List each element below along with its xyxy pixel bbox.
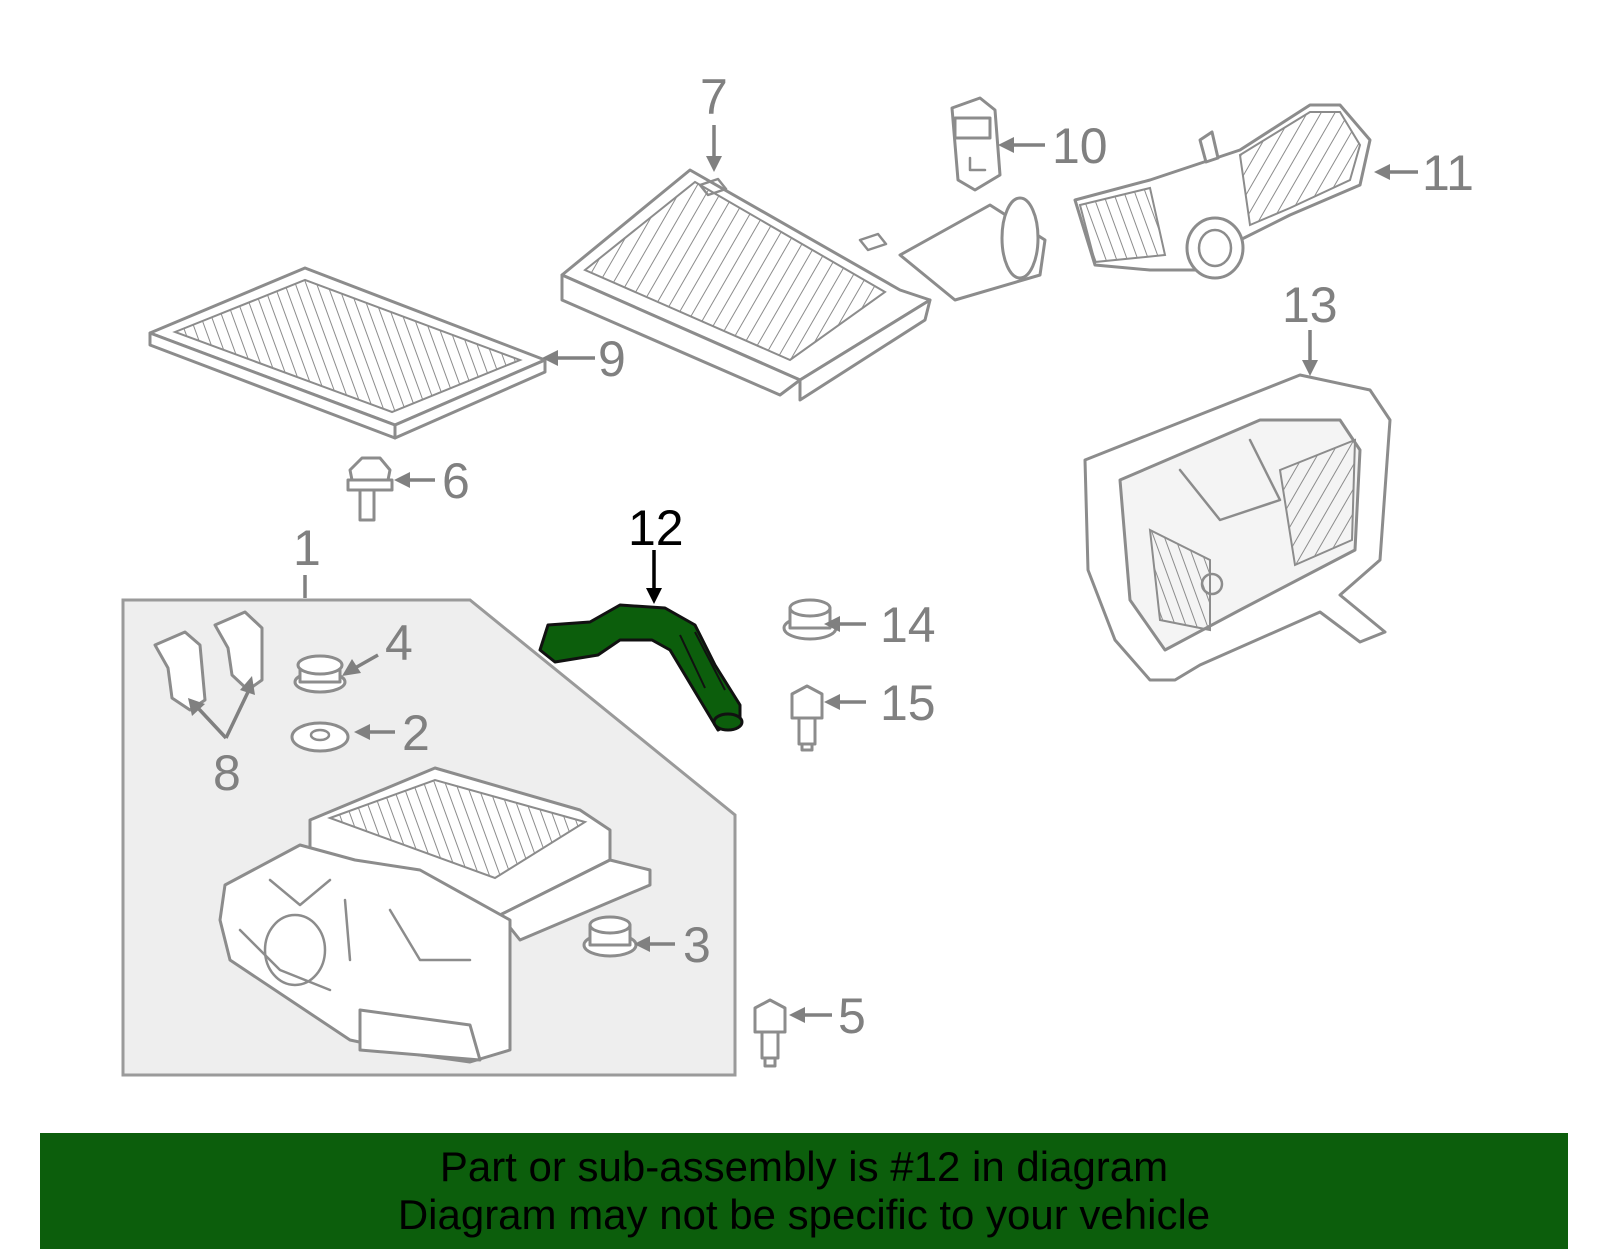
part-7-air-cleaner-cover[interactable] — [560, 168, 1047, 402]
part-8-clips[interactable] — [153, 610, 264, 712]
callout-6: 6 — [442, 453, 470, 509]
banner-line-part: Part or sub-assembly is #12 in diagram — [439, 1143, 1169, 1190]
callout-1: 1 — [293, 520, 321, 576]
callout-15: 15 — [880, 675, 936, 731]
callout-7: 7 — [700, 69, 728, 125]
banner-line-disclaimer: Diagram may not be specific to your vehi… — [397, 1191, 1211, 1238]
part-14-grommet[interactable] — [782, 598, 838, 641]
callout-numbers: 7 10 11 9 13 6 1 12 14 4 15 2 8 3 5 — [213, 69, 1474, 1044]
callout-5: 5 — [838, 988, 866, 1044]
callout-11: 11 — [1422, 145, 1474, 201]
callout-8: 8 — [213, 745, 241, 801]
part-13-air-duct[interactable] — [1083, 373, 1392, 682]
callout-13: 13 — [1282, 277, 1338, 333]
callout-14: 14 — [880, 597, 936, 653]
callout-2: 2 — [402, 705, 430, 761]
callout-10: 10 — [1052, 118, 1108, 174]
part-12-hose-highlighted[interactable] — [538, 603, 744, 732]
callout-4: 4 — [385, 615, 413, 671]
part-9-air-filter[interactable] — [148, 266, 547, 440]
part-11-intake-tube[interactable] — [1073, 103, 1372, 280]
part-2-washer[interactable] — [290, 721, 350, 753]
callout-3: 3 — [683, 917, 711, 973]
info-banner: Part or sub-assembly is #12 in diagram D… — [40, 1133, 1568, 1249]
callout-12: 12 — [628, 500, 684, 556]
part-5-pin[interactable] — [753, 998, 787, 1068]
callout-9: 9 — [598, 331, 626, 387]
leader-arrows — [188, 125, 1418, 1023]
part-4-grommet[interactable] — [293, 654, 347, 694]
part-10-sensor[interactable] — [950, 96, 1002, 192]
part-6-bolt[interactable] — [346, 456, 394, 522]
part-3-grommet[interactable] — [582, 915, 638, 958]
part-15-pin[interactable] — [790, 684, 824, 752]
part-1-lower-housing[interactable] — [218, 766, 652, 1064]
